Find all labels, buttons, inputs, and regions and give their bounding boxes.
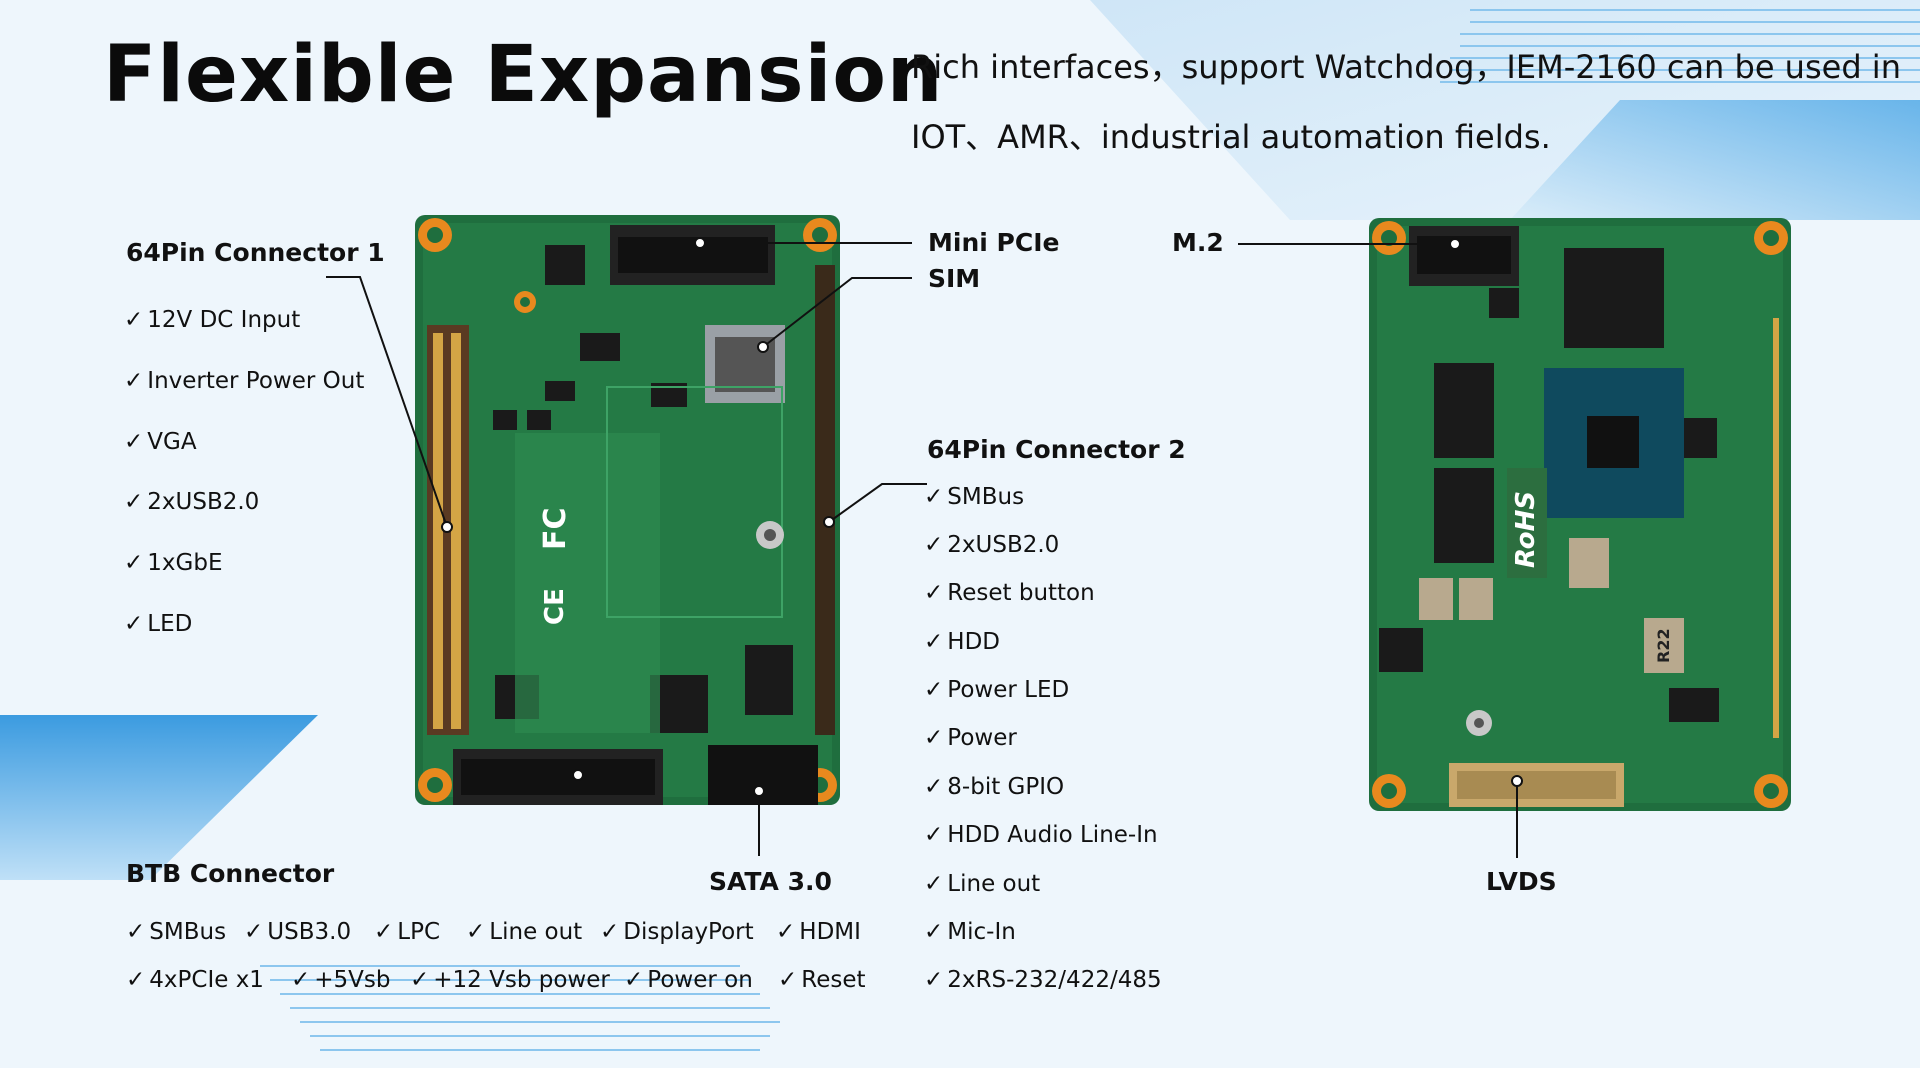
check-icon: ✓ [124, 550, 144, 576]
connector1-item: ✓LED [124, 611, 193, 637]
check-icon: ✓ [924, 484, 944, 510]
btb-row-1: ✓SMBus ✓USB3.0 ✓LPC ✓Line out ✓DisplayPo… [126, 917, 866, 949]
btb-item: ✓+5Vsb [291, 967, 391, 993]
connector2-item: ✓8-bit GPIO [924, 774, 1065, 800]
connector1-item: ✓VGA [124, 429, 197, 455]
check-icon: ✓ [124, 307, 144, 333]
ce-mark: CE [540, 588, 570, 625]
btb-item: ✓HDMI [776, 919, 861, 945]
connector2-item: ✓HDD Audio Line-In [924, 822, 1158, 848]
check-icon: ✓ [624, 967, 644, 993]
check-icon: ✓ [778, 967, 798, 993]
check-icon: ✓ [126, 919, 146, 945]
btb-item: ✓USB3.0 [244, 919, 352, 945]
mini-pcie-label: Mini PCIe [928, 228, 1060, 257]
lvds-label: LVDS [1486, 867, 1557, 896]
btb-item: ✓4xPCIe x1 [126, 967, 264, 993]
fc-mark: FC [538, 507, 573, 550]
sim-label: SIM [928, 264, 981, 293]
connector2-item: ✓Power [924, 725, 1017, 751]
back-board-image: RoHS R22 [1369, 218, 1791, 811]
connector2-item: ✓Reset button [924, 580, 1095, 606]
btb-item: ✓SMBus [126, 919, 227, 945]
check-icon: ✓ [374, 919, 394, 945]
check-icon: ✓ [291, 967, 311, 993]
description-line-1: Rich interfaces，support Watchdog，IEM-216… [911, 48, 1901, 86]
check-icon: ✓ [924, 725, 944, 751]
check-icon: ✓ [924, 967, 944, 993]
btb-item: ✓+12 Vsb power [410, 967, 610, 993]
r22-mark: R22 [1654, 628, 1673, 663]
connector2-item: ✓2xRS-232/422/485 [924, 967, 1162, 993]
connector2-item: ✓Mic-In [924, 919, 1016, 945]
check-icon: ✓ [924, 580, 944, 606]
check-icon: ✓ [924, 822, 944, 848]
rohs-mark: RoHS [1511, 491, 1541, 568]
connector2-item: ✓SMBus [924, 484, 1025, 510]
check-icon: ✓ [466, 919, 486, 945]
description-line-2: IOT、AMR、industrial automation fields. [911, 118, 1551, 156]
btb-item: ✓Line out [466, 919, 583, 945]
connector1-item: ✓Inverter Power Out [124, 368, 365, 394]
connector1-item: ✓1xGbE [124, 550, 223, 576]
check-icon: ✓ [244, 919, 264, 945]
btb-item: ✓LPC [374, 919, 441, 945]
check-icon: ✓ [410, 967, 430, 993]
check-icon: ✓ [126, 967, 146, 993]
check-icon: ✓ [124, 429, 144, 455]
btb-row-2: ✓4xPCIe x1 ✓+5Vsb ✓+12 Vsb power ✓Power … [126, 965, 866, 997]
connector1-title: 64Pin Connector 1 [126, 238, 385, 267]
btb-item: ✓DisplayPort [600, 919, 754, 945]
btb-item: ✓Reset [778, 967, 866, 993]
btb-title: BTB Connector [126, 859, 335, 888]
connector1-item: ✓2xUSB2.0 [124, 489, 260, 515]
check-icon: ✓ [124, 368, 144, 394]
page-title: Flexible Expansion [103, 30, 944, 120]
check-icon: ✓ [924, 871, 944, 897]
check-icon: ✓ [924, 677, 944, 703]
check-icon: ✓ [600, 919, 620, 945]
page-description: Rich interfaces，support Watchdog，IEM-216… [911, 32, 1901, 172]
connector2-item: ✓2xUSB2.0 [924, 532, 1060, 558]
connector2-item: ✓Power LED [924, 677, 1070, 703]
m2-label: M.2 [1172, 228, 1224, 257]
front-board-image: FC CE [415, 215, 840, 805]
check-icon: ✓ [924, 919, 944, 945]
connector2-title: 64Pin Connector 2 [927, 435, 1186, 464]
check-icon: ✓ [124, 611, 144, 637]
btb-item: ✓Power on [624, 967, 753, 993]
check-icon: ✓ [924, 629, 944, 655]
check-icon: ✓ [924, 774, 944, 800]
connector2-item: ✓Line out [924, 871, 1041, 897]
check-icon: ✓ [924, 532, 944, 558]
sata-label: SATA 3.0 [709, 867, 832, 896]
connector1-item: ✓12V DC Input [124, 307, 301, 333]
check-icon: ✓ [124, 489, 144, 515]
check-icon: ✓ [776, 919, 796, 945]
connector2-item: ✓HDD [924, 629, 1000, 655]
